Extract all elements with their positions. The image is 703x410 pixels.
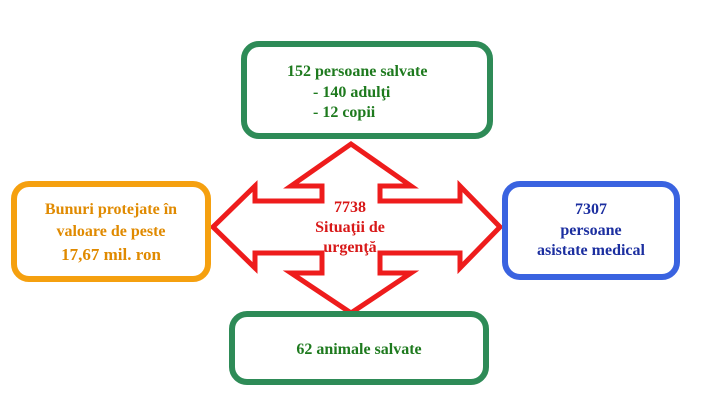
protected-goods-line1: Bunuri protejate în [44,201,178,218]
protected-goods-box: Bunuri protejate în valoare de peste 17,… [11,181,211,282]
people-saved-box: 152 persoane salvate - 140 adulţi - 12 c… [241,41,493,139]
medical-assistance-count: 7307 [575,201,607,218]
medical-assistance-box: 7307 persoane asistate medical [502,181,680,280]
children-saved-item: - 12 copii [313,104,376,121]
animals-saved-text: 62 animale salvate [296,341,422,358]
center-count: 7738 [334,199,366,216]
protected-goods-line2: valoare de peste [56,223,166,240]
medical-assistance-line3: asistate medical [537,242,645,259]
animals-saved-box: 62 animale salvate [229,311,489,385]
protected-goods-value: 17,67 mil. ron [61,245,161,264]
adults-saved-item: - 140 adulţi [313,84,391,101]
center-label-line1: Situaţii de [315,219,385,236]
people-saved-headline: 152 persoane salvate [287,63,428,80]
medical-assistance-line2: persoane [560,222,622,239]
center-label-line2: urgenţă [323,239,377,256]
